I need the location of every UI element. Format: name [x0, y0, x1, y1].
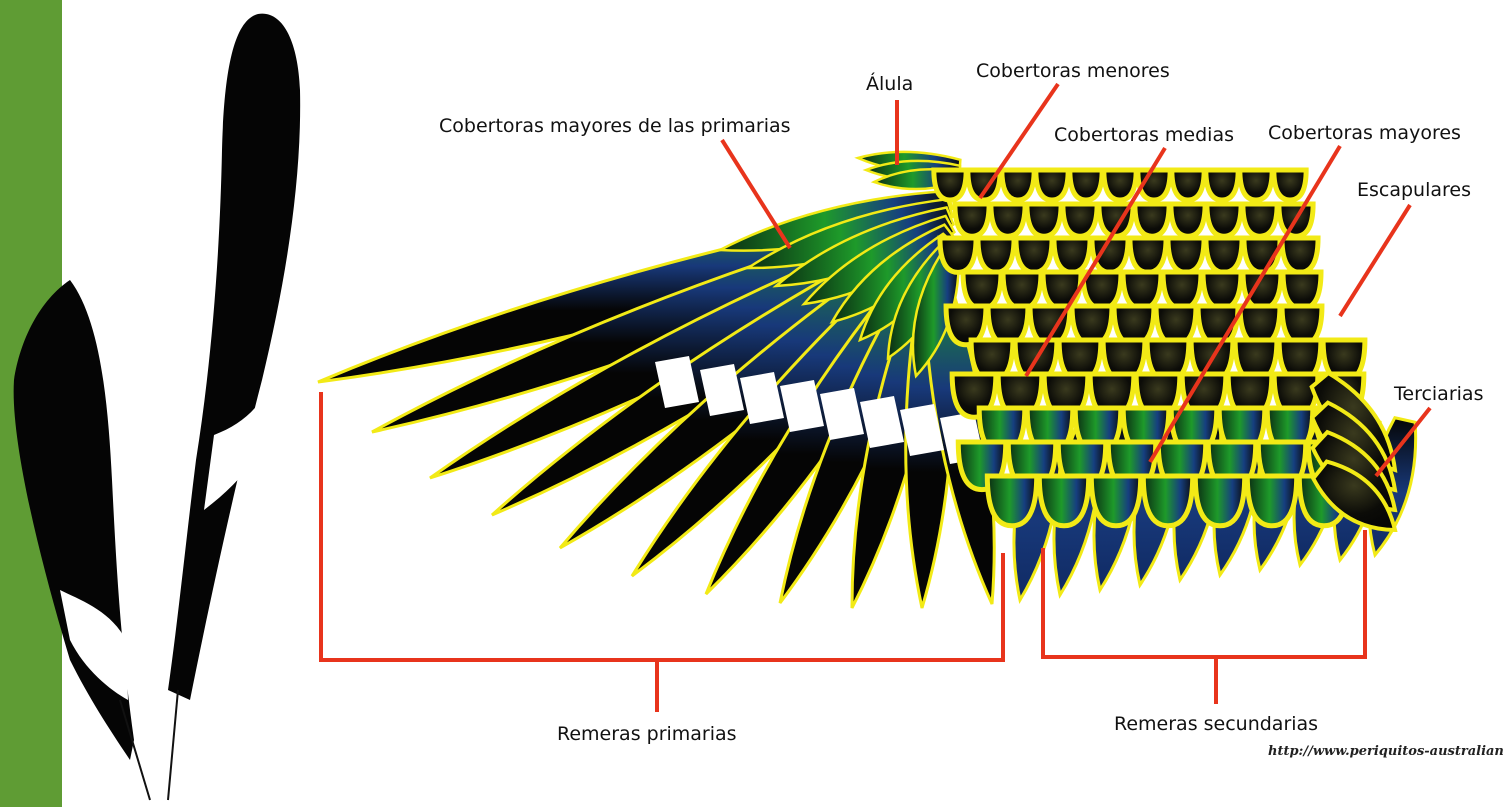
- covert-scale: [1043, 272, 1081, 309]
- covert-scale: [1002, 170, 1034, 200]
- covert-scale: [1083, 272, 1121, 309]
- loose-feathers: [14, 14, 301, 800]
- leader-secondaries: [1043, 530, 1365, 704]
- covert-scale: [1003, 272, 1041, 309]
- leader-primary-coverts: [722, 140, 790, 248]
- covert-scale: [1163, 272, 1201, 309]
- label-primary-coverts: Cobertoras mayores de las primarias: [439, 115, 791, 137]
- covert-scale: [1172, 170, 1204, 200]
- covert-scale: [1063, 204, 1097, 236]
- covert-scale: [1282, 238, 1318, 272]
- label-alula: Álula: [866, 73, 913, 95]
- loose-feather-long-quill: [168, 690, 178, 800]
- covert-scale: [1016, 238, 1052, 272]
- label-secondaries: Remeras secundarias: [1114, 713, 1318, 735]
- covert-scale: [978, 238, 1014, 272]
- covert-scale: [1027, 204, 1061, 236]
- covert-scale: [1168, 238, 1204, 272]
- covert-scale: [991, 204, 1025, 236]
- covert-scale: [1070, 170, 1102, 200]
- covert-scale: [1054, 238, 1090, 272]
- covert-scale: [940, 238, 976, 272]
- loose-feather-long: [168, 14, 300, 700]
- covert-scale: [1240, 170, 1272, 200]
- covert-scale: [987, 476, 1036, 526]
- covert-scale: [1143, 476, 1192, 526]
- covert-scale-feathers: [934, 170, 1365, 526]
- label-primaries: Remeras primarias: [557, 723, 737, 745]
- label-scapulars: Escapulares: [1357, 179, 1471, 201]
- covert-scale: [1206, 238, 1242, 272]
- covert-scale: [1091, 476, 1140, 526]
- covert-scale: [934, 170, 966, 200]
- wing: [318, 152, 1416, 608]
- label-greater-coverts: Cobertoras mayores: [1268, 122, 1461, 144]
- covert-scale: [1195, 476, 1244, 526]
- label-median-coverts: Cobertoras medias: [1054, 124, 1234, 146]
- covert-scale: [963, 272, 1001, 309]
- label-tertials: Terciarias: [1394, 383, 1483, 405]
- covert-scale: [1171, 204, 1205, 236]
- covert-scale: [1123, 272, 1161, 309]
- covert-scale: [1203, 272, 1241, 309]
- covert-scale: [1206, 170, 1238, 200]
- covert-scale: [1036, 170, 1068, 200]
- covert-scale: [1135, 204, 1169, 236]
- label-lesser-coverts: Cobertoras menores: [976, 60, 1170, 82]
- covert-scale: [1274, 170, 1306, 200]
- covert-scale: [1104, 170, 1136, 200]
- covert-scale: [1283, 272, 1321, 309]
- leader-scapulars: [1340, 205, 1410, 316]
- covert-scale: [955, 204, 989, 236]
- covert-scale: [1039, 476, 1088, 526]
- covert-scale: [1243, 204, 1277, 236]
- website-watermark: http://www.periquitos-australianos.co: [1268, 744, 1504, 759]
- covert-scale: [1207, 204, 1241, 236]
- covert-scale: [1130, 238, 1166, 272]
- covert-scale: [1247, 476, 1296, 526]
